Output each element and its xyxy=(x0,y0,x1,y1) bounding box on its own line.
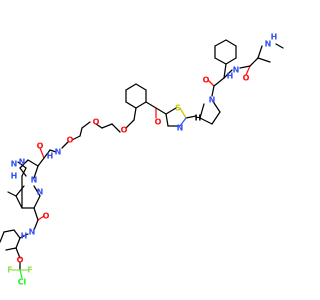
bond xyxy=(13,229,21,239)
bond xyxy=(15,237,21,249)
bond xyxy=(27,159,39,167)
atom-label: H xyxy=(227,72,234,81)
bond xyxy=(95,123,103,129)
bond xyxy=(135,83,147,91)
bond xyxy=(213,77,225,87)
bond xyxy=(7,191,17,197)
atom-label: N xyxy=(19,158,26,167)
bond xyxy=(223,69,233,79)
atom-label: S xyxy=(175,104,181,113)
bond xyxy=(17,161,27,169)
bond xyxy=(133,107,137,121)
bond xyxy=(3,229,15,233)
bond xyxy=(249,57,259,67)
bond xyxy=(165,107,177,115)
bond xyxy=(39,147,45,159)
molecule-structure: N H O N H O N S N H O O O O N H O N N N … xyxy=(0,33,284,287)
bond xyxy=(207,79,215,87)
atom-label: N xyxy=(11,160,18,169)
bond xyxy=(33,165,39,179)
atom-label: O xyxy=(155,118,162,127)
bond xyxy=(43,149,51,159)
atom-label: O xyxy=(93,118,100,127)
atom-label: O xyxy=(121,126,128,135)
bond xyxy=(111,123,121,133)
bond xyxy=(245,65,251,76)
atom-label: N xyxy=(29,228,36,237)
bond xyxy=(155,107,167,115)
bond xyxy=(15,247,21,259)
atom-label: Cl xyxy=(18,278,27,287)
bond xyxy=(199,117,213,125)
bond xyxy=(33,207,39,221)
bond xyxy=(125,101,137,109)
atom-label: N xyxy=(265,40,272,49)
atom-label: N xyxy=(37,188,44,197)
bond xyxy=(61,141,69,149)
atom-label: O xyxy=(43,212,50,221)
bond xyxy=(165,113,169,127)
atom-label: N xyxy=(233,66,240,75)
bond xyxy=(179,107,187,119)
bond xyxy=(37,157,45,167)
bond xyxy=(19,167,27,177)
bond xyxy=(37,215,45,221)
atom-label: O xyxy=(67,136,74,145)
bond xyxy=(185,115,197,119)
bond xyxy=(199,103,205,119)
bond xyxy=(19,269,23,279)
bond xyxy=(49,149,57,153)
bond xyxy=(19,159,29,169)
bond xyxy=(79,127,83,137)
bond xyxy=(5,247,17,251)
atom-labels: N H O N H O N S N H O O O O N H O N N N … xyxy=(7,33,277,287)
atom-label: H xyxy=(47,152,54,161)
bond xyxy=(257,57,271,63)
atom-label: O xyxy=(203,76,210,85)
bond xyxy=(223,63,227,79)
atom-label: N xyxy=(177,124,184,133)
bond xyxy=(0,231,5,243)
bond xyxy=(239,65,251,69)
bond xyxy=(125,119,135,129)
bond xyxy=(33,195,41,209)
atom-label: N xyxy=(31,176,38,185)
atom-label: F xyxy=(27,266,32,275)
bond xyxy=(135,101,147,109)
atom-label: O xyxy=(37,142,44,151)
bond xyxy=(81,121,91,129)
bonds xyxy=(0,39,284,279)
bond xyxy=(19,233,29,239)
atom-label: N xyxy=(209,96,216,105)
bond xyxy=(125,83,137,91)
bond xyxy=(33,219,39,231)
bond xyxy=(214,57,227,65)
bond xyxy=(211,99,221,113)
atom-label: H xyxy=(195,114,202,123)
bond xyxy=(211,111,221,125)
bond xyxy=(225,57,237,65)
bond xyxy=(211,85,215,97)
bond xyxy=(214,39,227,47)
bond xyxy=(101,123,113,129)
bond xyxy=(71,135,81,141)
bond xyxy=(179,117,187,127)
atom-label: H xyxy=(21,232,28,241)
bond xyxy=(257,45,263,59)
atom-label: N xyxy=(55,148,62,157)
atom-label: H xyxy=(271,33,278,42)
bond xyxy=(15,195,23,209)
bond xyxy=(225,39,237,47)
atom-label: F xyxy=(7,266,12,275)
bond xyxy=(33,185,41,197)
bond xyxy=(15,185,25,197)
atom-label: H xyxy=(11,172,18,181)
bond xyxy=(21,167,27,177)
atom-label: O xyxy=(17,256,24,265)
bond xyxy=(275,43,284,49)
atom-label: O xyxy=(243,74,250,83)
bond xyxy=(145,101,157,109)
